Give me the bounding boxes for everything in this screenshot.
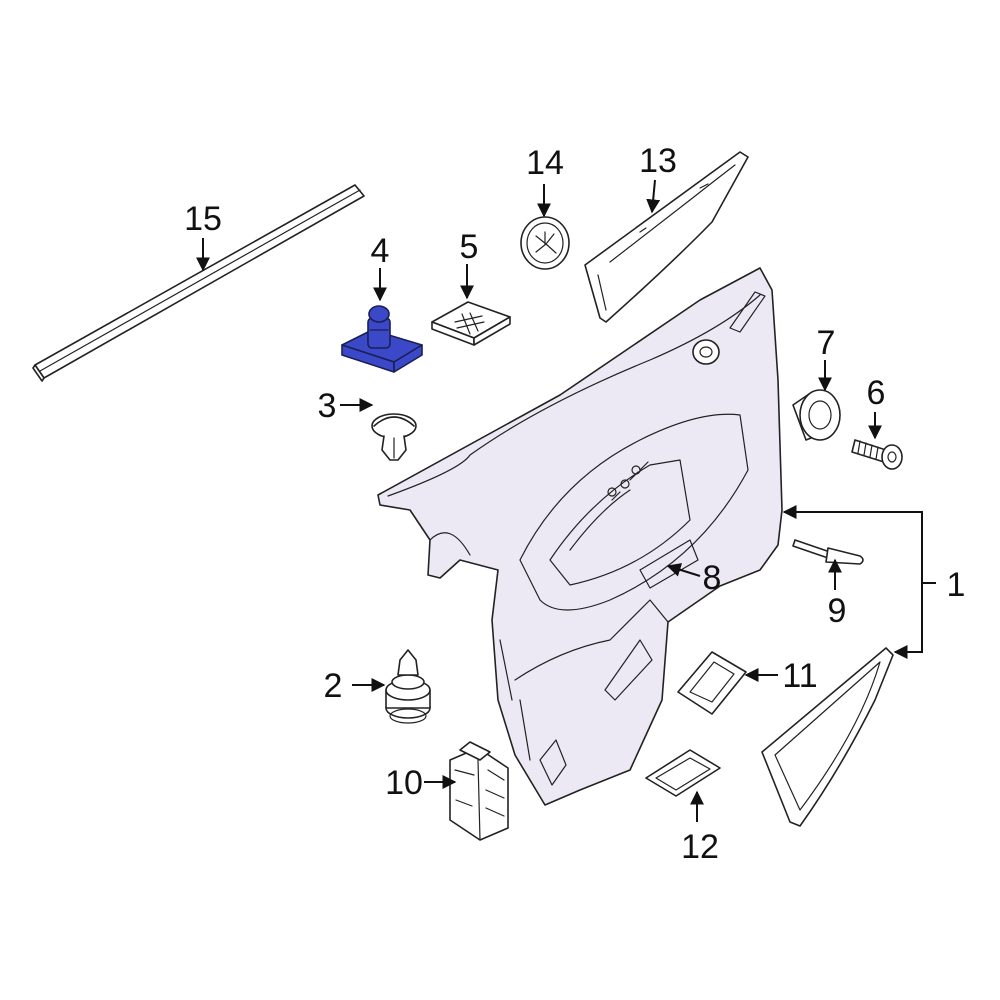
callout-13: 13 [639, 142, 677, 180]
callout-9: 9 [828, 592, 847, 630]
part-7-cup-grommet[interactable] [792, 389, 841, 441]
part-13-trim-cover[interactable] [584, 151, 749, 323]
callout-8: 8 [703, 559, 722, 597]
part-2-fastener[interactable] [385, 649, 431, 724]
callout-4: 4 [371, 232, 390, 270]
part-4-clip-nut[interactable] [341, 305, 423, 373]
callout-6: 6 [867, 374, 886, 412]
callout-15: 15 [184, 200, 222, 238]
callout-1: 1 [947, 566, 966, 604]
part-6-screw[interactable] [851, 439, 903, 470]
leader-lines [196, 179, 936, 822]
part-9-pin[interactable] [792, 539, 864, 565]
part-12-pad[interactable] [645, 749, 721, 797]
callout-14: 14 [526, 144, 564, 182]
part-5-foam-pad[interactable] [431, 301, 511, 346]
callout-10: 10 [385, 764, 423, 802]
callout-labels: 15 4 5 3 14 13 7 6 8 9 1 2 10 11 12 [184, 142, 965, 866]
callout-12: 12 [681, 828, 719, 866]
part-10-module[interactable] [449, 741, 509, 841]
part-1-quarter-trim-panel[interactable] [377, 267, 783, 806]
part-3-push-clip[interactable] [371, 413, 417, 461]
callout-2: 2 [324, 667, 343, 705]
part-14-grommet[interactable] [520, 216, 570, 270]
callout-3: 3 [318, 387, 337, 425]
part-15-belt-molding[interactable] [32, 184, 365, 382]
callout-7: 7 [817, 324, 836, 362]
part-1-triangle-trim[interactable] [761, 647, 894, 827]
part-11-pad[interactable] [677, 651, 747, 715]
callout-5: 5 [460, 228, 479, 266]
callout-11: 11 [782, 657, 817, 695]
